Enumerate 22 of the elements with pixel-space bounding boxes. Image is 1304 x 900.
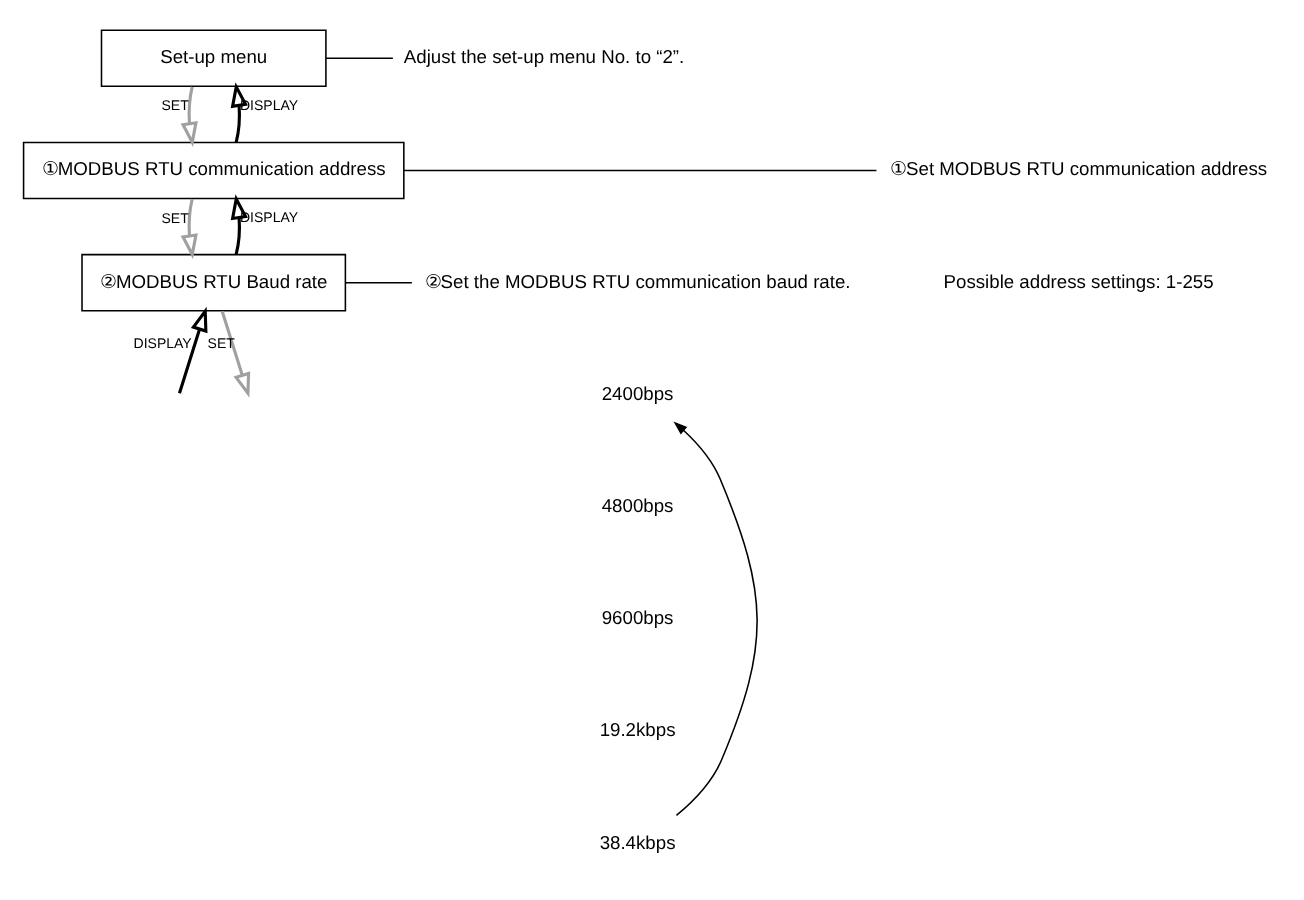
node-box: ①MODBUS RTU communication address	[22, 140, 405, 199]
node-box: ②MODBUS RTU Baud rate	[81, 252, 347, 311]
node-text: 19.2kbps	[599, 719, 676, 740]
connector	[403, 168, 878, 171]
node-box: Set-up menu	[100, 28, 327, 87]
node-text: 2400bps	[601, 382, 674, 403]
node-text: Adjust the set-up menu No. to “2”.	[403, 46, 685, 67]
arrow	[230, 81, 248, 142]
node-text: 9600bps	[601, 607, 674, 628]
arrow	[230, 193, 248, 254]
node-text: 4800bps	[601, 494, 674, 515]
connector	[344, 280, 413, 283]
arrow	[673, 420, 758, 816]
node-text: ②Set the MODBUS RTU communication baud rate.	[424, 270, 851, 291]
arrow	[220, 309, 251, 397]
arrow	[180, 197, 198, 259]
arrow	[180, 85, 198, 146]
arrow	[177, 305, 208, 393]
node-text: 38.4kbps	[599, 831, 676, 852]
label: Possible address settings: 1-255	[943, 270, 1214, 291]
node-text: ①Set MODBUS RTU communication address	[890, 158, 1268, 179]
connector	[325, 56, 394, 59]
